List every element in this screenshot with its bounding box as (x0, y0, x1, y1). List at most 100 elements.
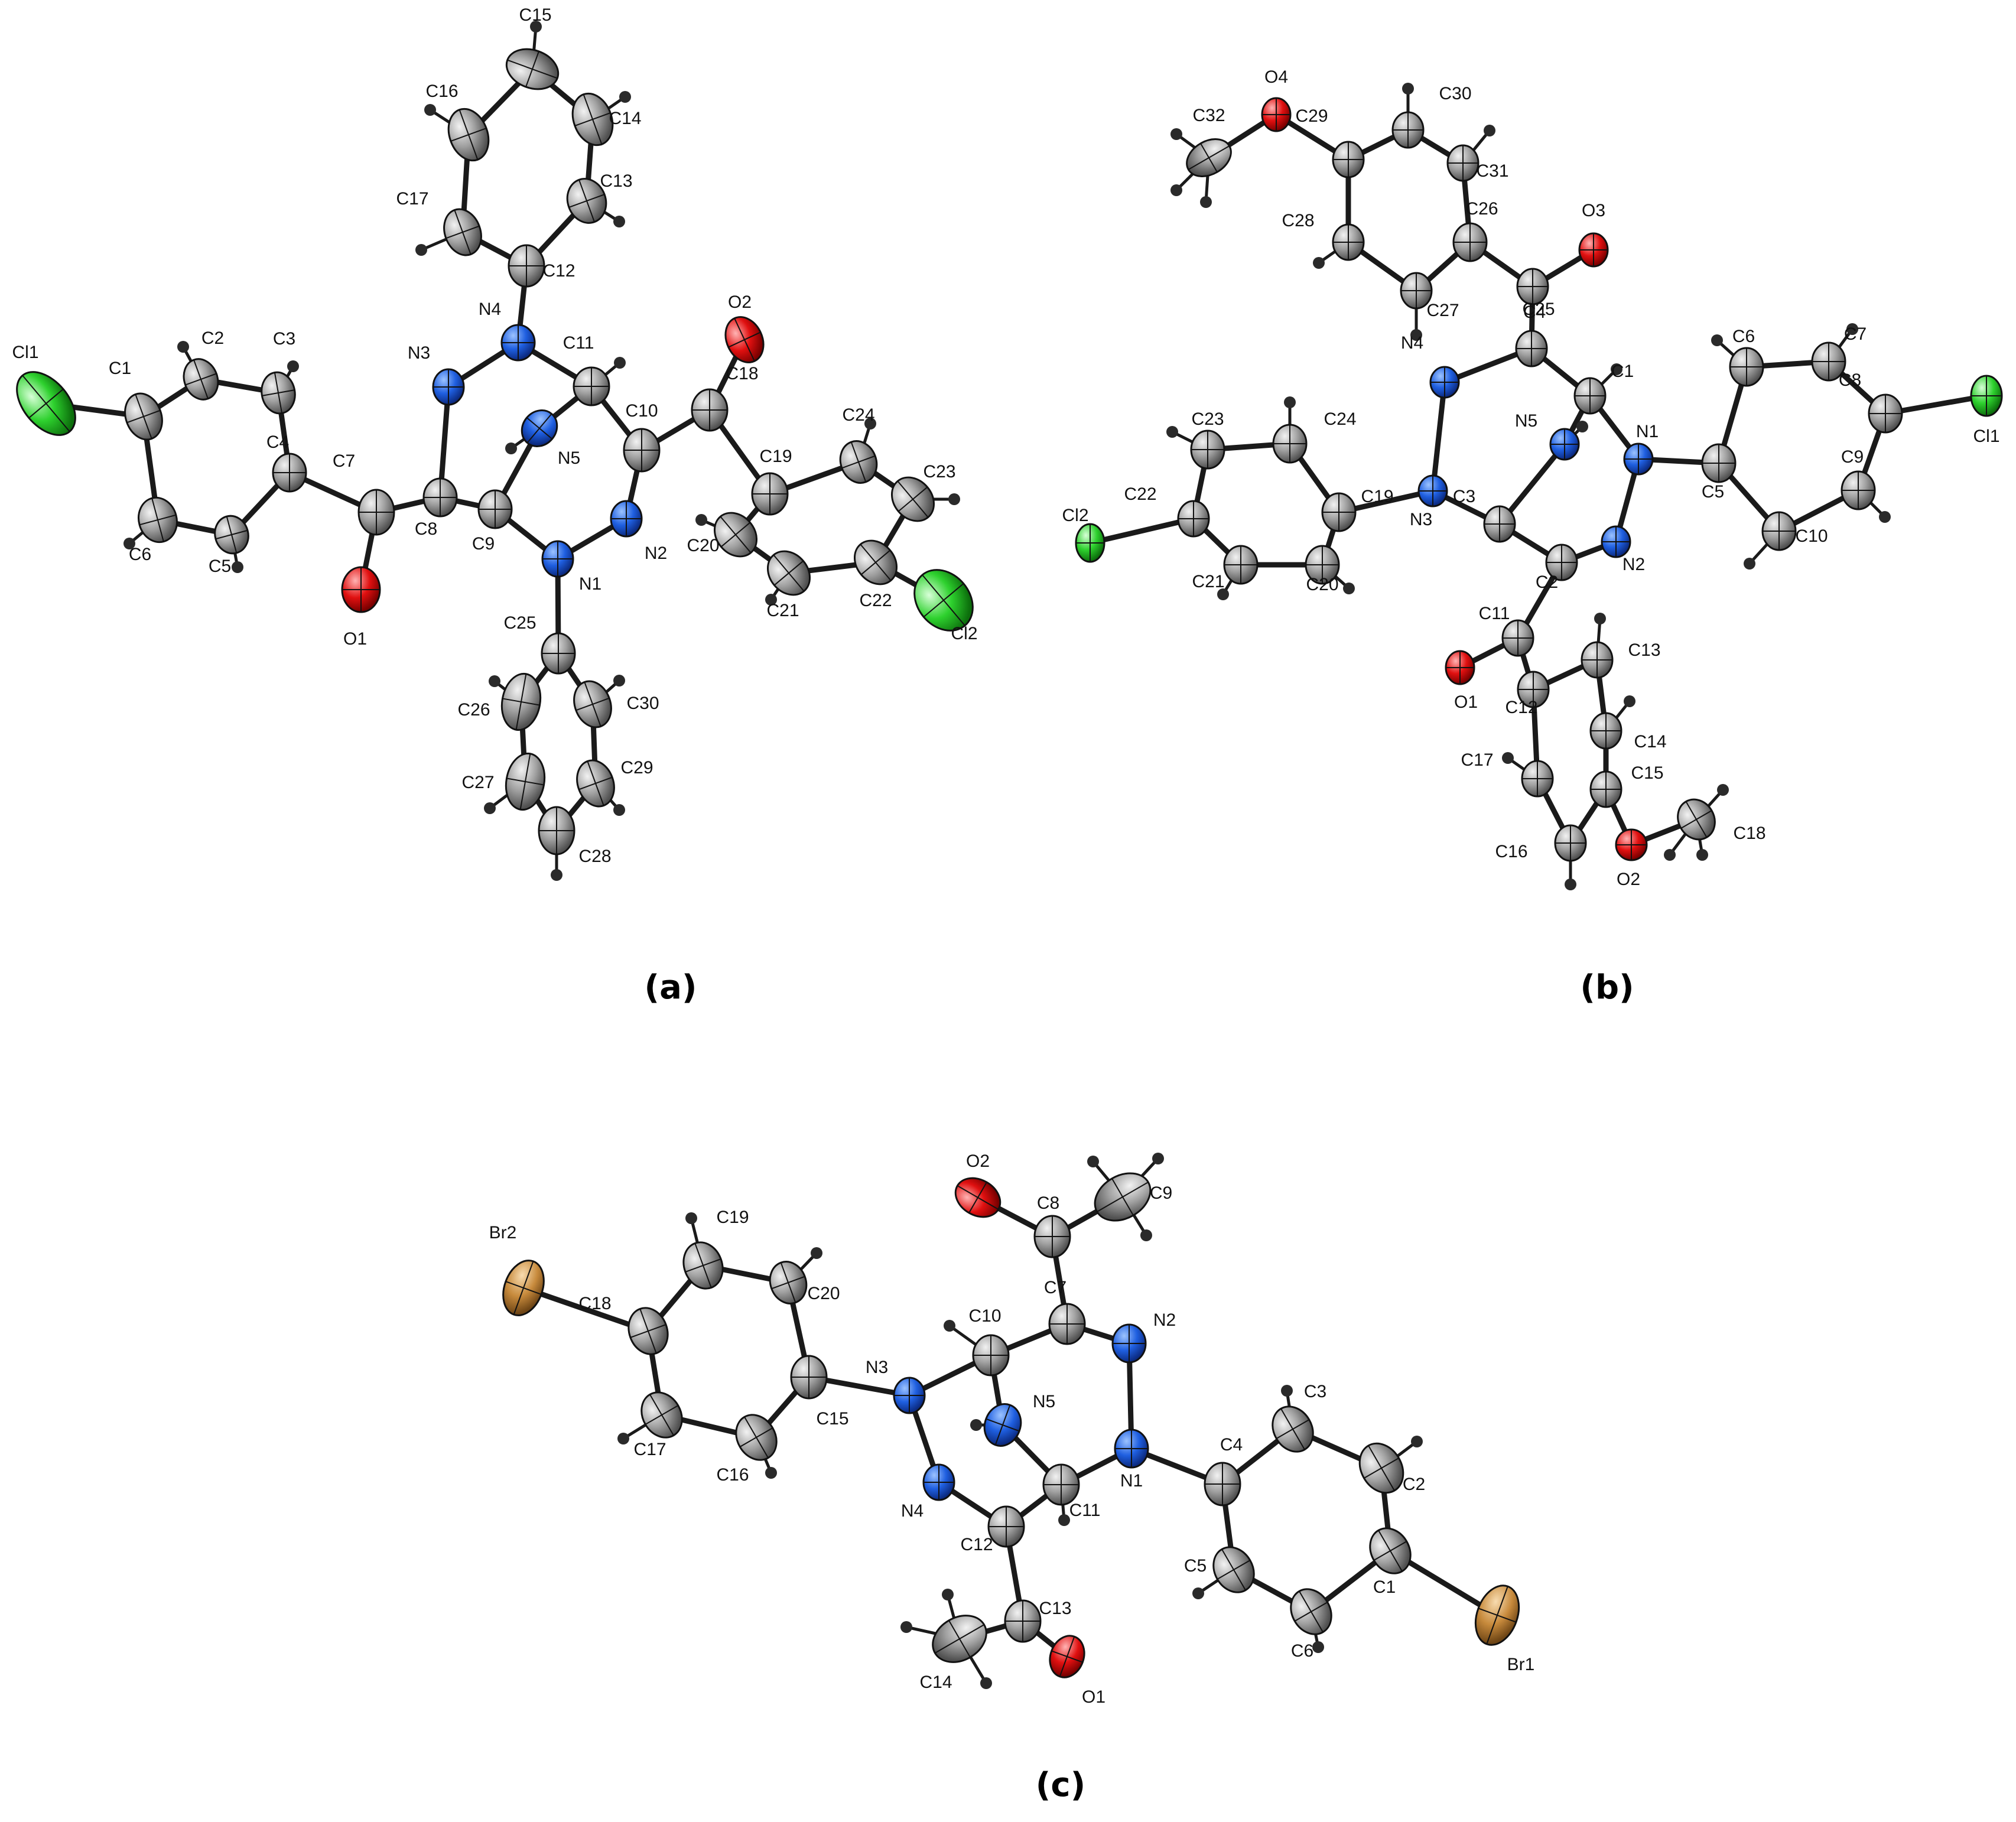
ellipsoid-axis (922, 574, 965, 626)
panel-c-caption: (c) (1036, 1766, 1085, 1804)
atom-n3: N3 (866, 1358, 926, 1414)
atom-label: C24 (842, 405, 874, 425)
hydrogen-atom (287, 360, 299, 372)
atom-label: C29 (620, 758, 653, 777)
ellipsoid-axis (1059, 1636, 1075, 1677)
hydrogen-atom (613, 216, 625, 227)
atom-c23: C23 (890, 462, 956, 522)
hydrogen-atom (1879, 511, 1891, 523)
hydrogen-atom (505, 443, 517, 454)
atom-label: C27 (461, 773, 494, 792)
atom-n2: N2 (610, 500, 667, 563)
atom-c10: C10 (1761, 511, 1828, 551)
hydrogen-atom (1166, 426, 1178, 438)
atom-label: C18 (726, 364, 758, 383)
atom-label: N3 (1410, 510, 1432, 529)
atom-label: C13 (600, 171, 632, 191)
hydrogen-atom (1200, 196, 1212, 208)
ellipsoid-axis (587, 761, 604, 806)
atom-label: C3 (1304, 1382, 1326, 1401)
atom-c13: C13 (566, 171, 633, 224)
atom-label: C11 (1069, 1501, 1101, 1520)
atom-c28: C28 (1282, 211, 1365, 261)
hydrogen-atom (695, 514, 707, 526)
atom-c19: C19 (1321, 487, 1394, 532)
atom-label: O4 (1264, 67, 1288, 87)
ellipsoid-axis (649, 1394, 674, 1436)
atom-label: C19 (759, 447, 792, 466)
hydrogen-atom (484, 802, 496, 814)
ellipsoid-axis (994, 1404, 1011, 1446)
atom-label: C15 (1631, 763, 1663, 783)
ellipsoid-axis (1097, 1182, 1149, 1212)
atom-label: C30 (626, 694, 659, 713)
ellipsoid-axis (860, 544, 892, 581)
atom-label: N5 (1033, 1392, 1055, 1411)
atom-label: C17 (396, 189, 428, 209)
atom-label: C24 (1324, 409, 1356, 429)
atom-label: C6 (1732, 327, 1755, 346)
atom-c9: C9 (1841, 447, 1876, 510)
atom-c19: C19 (682, 1208, 749, 1290)
ellipsoid-axis (151, 498, 164, 542)
atom-c17: C17 (633, 1391, 683, 1459)
atom-o4: O4 (1261, 67, 1292, 132)
atom-c18: C18 (691, 364, 759, 432)
atom-label: C18 (1733, 824, 1765, 843)
atom-c11: C11 (1479, 604, 1534, 657)
atom-label: C18 (578, 1294, 611, 1313)
atom-label: C17 (1461, 750, 1493, 770)
atom-c30: C30 (1391, 84, 1472, 149)
atom-label: C8 (1037, 1193, 1059, 1213)
atom-label: O2 (966, 1151, 990, 1171)
atom-label: N3 (408, 343, 430, 363)
panel-b-caption: (b) (1580, 968, 1634, 1007)
atom-c12: C12 (960, 1505, 1025, 1554)
atom-c15: C15 (790, 1355, 849, 1429)
atom-label: C14 (1634, 732, 1666, 751)
hydrogen-atom (1411, 1436, 1423, 1447)
atom-label: C11 (563, 333, 594, 353)
atom-c14: C14 (1589, 712, 1667, 751)
hydrogen-atom (123, 538, 135, 549)
atom-n1: N1 (1623, 422, 1659, 476)
atom-c27: C27 (1400, 272, 1459, 320)
ellipsoid-axis (957, 1185, 999, 1210)
atom-label: C2 (1403, 1475, 1425, 1494)
atom-n2: N2 (1111, 1310, 1176, 1364)
hydrogen-atom (1410, 329, 1422, 341)
atom-label: C8 (415, 519, 437, 539)
ellipsoid-axis (454, 210, 472, 255)
ellipsoid-axis (1486, 1586, 1508, 1645)
atom-label: C19 (716, 1208, 749, 1227)
hydrogen-atom (613, 804, 625, 816)
ellipsoid-axis (734, 318, 755, 362)
hydrogen-atom (1313, 257, 1325, 269)
ellipsoid-axis (515, 674, 527, 730)
hydrogen-atom (948, 493, 960, 505)
hydrogen-atom (1058, 1514, 1070, 1526)
atom-c2: C2 (1358, 1442, 1425, 1494)
atom-c23: C23 (1190, 409, 1225, 470)
ellipsoid-axis (193, 359, 209, 399)
hydrogen-atom (1217, 588, 1229, 600)
atom-c25: C25 (1516, 268, 1555, 319)
hydrogen-atom (864, 418, 876, 430)
panel-a-caption: (a) (645, 968, 697, 1007)
ellipsoid-axis (720, 516, 752, 554)
atom-label: N4 (479, 300, 501, 319)
atom-c8: C8 (1839, 370, 1903, 434)
atom-label: C23 (1191, 409, 1224, 429)
atom-c20: C20 (1305, 545, 1340, 594)
atom-c22: C22 (853, 539, 898, 610)
atom-o2: O2 (954, 1151, 1002, 1218)
atom-label: C1 (109, 359, 131, 378)
atom-label: O2 (728, 292, 752, 312)
hydrogen-atom (1170, 128, 1182, 140)
ellipsoid-axis (744, 1416, 769, 1459)
hydrogen-atom (811, 1247, 822, 1259)
atom-label: N4 (1401, 333, 1423, 353)
atom-label: C12 (960, 1535, 993, 1554)
atom-n4: N4 (901, 1463, 955, 1521)
